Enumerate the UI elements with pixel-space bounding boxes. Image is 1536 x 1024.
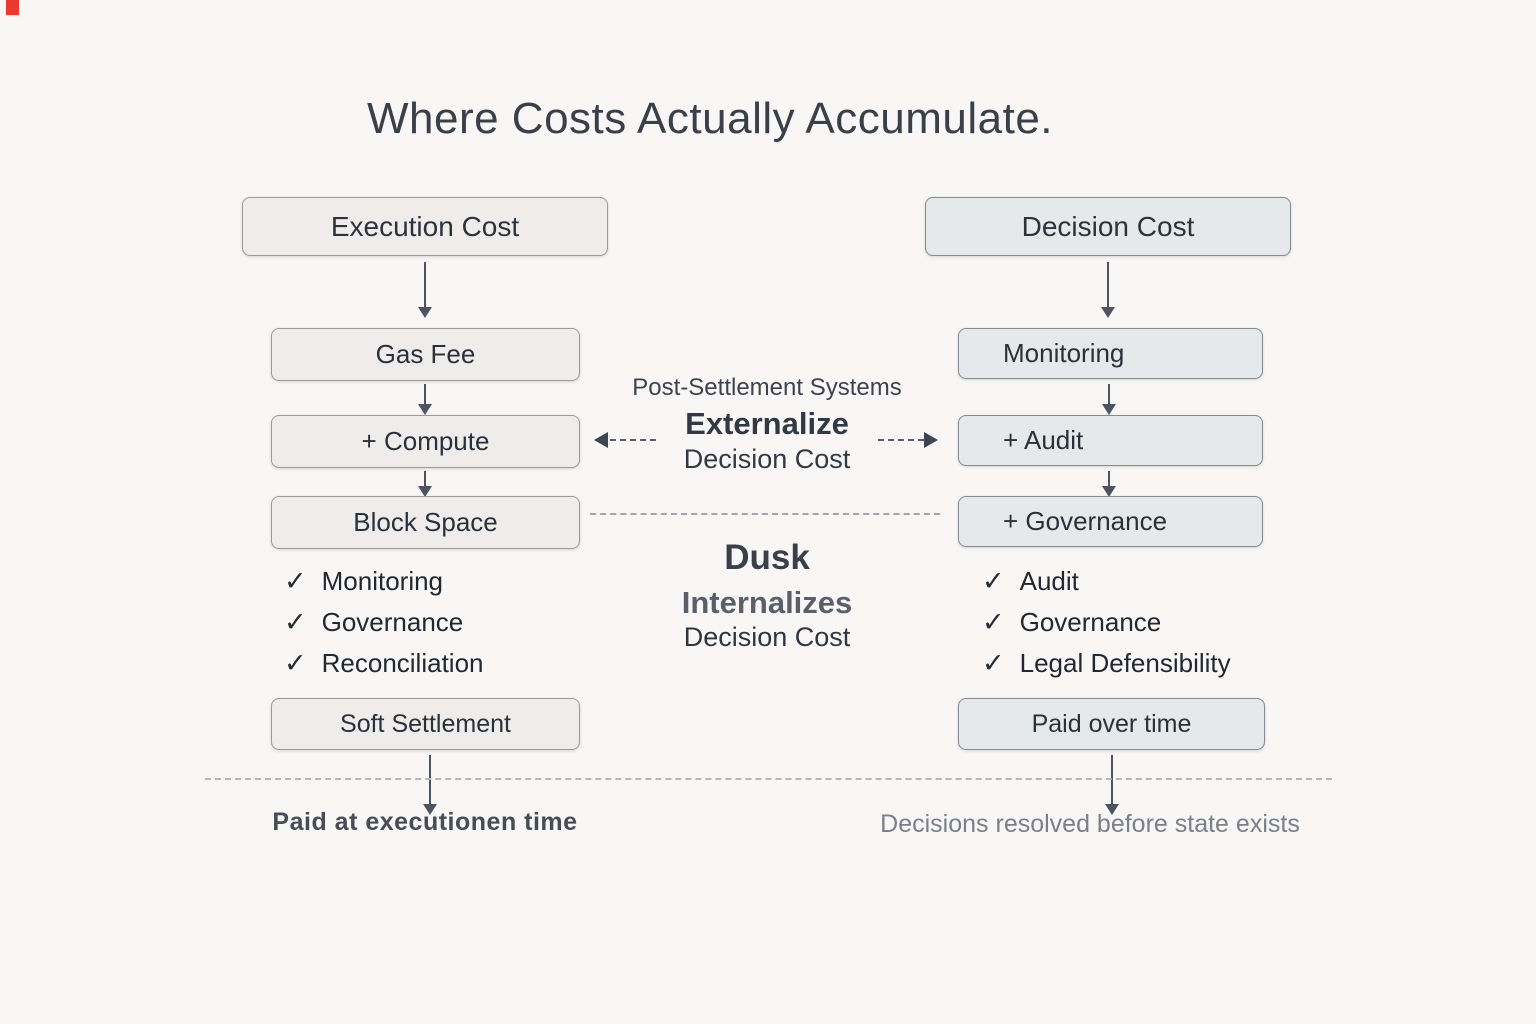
- execution-cost-header-box: Execution Cost: [242, 197, 608, 256]
- check-icon: ✓: [284, 606, 307, 637]
- monitoring-label: Monitoring: [1003, 338, 1125, 368]
- externalize-line-3: Decision Cost: [683, 444, 851, 474]
- left-checklist-item-1: Monitoring: [321, 565, 444, 596]
- arrow-left-1: [424, 384, 426, 406]
- left-checklist-item-3: Reconciliation: [321, 647, 484, 678]
- arrowhead-left-2: [418, 486, 432, 497]
- dashed-arrowhead-left: [594, 432, 608, 448]
- arrow-left-header: [424, 262, 426, 308]
- compute-box: + Compute: [271, 415, 580, 468]
- arrow-left-2: [424, 471, 426, 488]
- right-checklist: ✓ Audit ✓ Governance ✓ Legal Defensibili…: [982, 565, 1231, 690]
- arrowhead-right-1: [1102, 404, 1116, 415]
- diagram-title: Where Costs Actually Accumulate.: [366, 94, 1054, 143]
- check-icon: ✓: [982, 606, 1005, 637]
- right-checklist-item-3: Legal Defensibility: [1019, 647, 1231, 678]
- dashed-arrow-right-line: [878, 439, 924, 441]
- list-item: ✓ Reconciliation: [284, 647, 484, 678]
- internalize-line-1: Dusk: [724, 538, 810, 577]
- check-icon: ✓: [284, 647, 307, 678]
- list-item: ✓ Governance: [284, 606, 484, 637]
- arrow-left-bottom: [429, 755, 431, 807]
- check-icon: ✓: [982, 565, 1005, 596]
- check-icon: ✓: [284, 565, 307, 596]
- audit-box: + Audit: [958, 415, 1263, 466]
- gas-fee-box: Gas Fee: [271, 328, 580, 381]
- bottom-dashed-separator: [205, 778, 1332, 780]
- governance-label: + Governance: [1003, 506, 1168, 536]
- decision-cost-header-box: Decision Cost: [925, 197, 1291, 256]
- left-checklist: ✓ Monitoring ✓ Governance ✓ Reconciliati…: [284, 565, 484, 690]
- soft-settlement-box: Soft Settlement: [271, 698, 580, 750]
- decision-cost-header-label: Decision Cost: [1021, 210, 1195, 242]
- left-checklist-item-2: Governance: [321, 606, 464, 637]
- internalize-line-3: Decision Cost: [683, 622, 851, 652]
- audit-label: + Audit: [1003, 425, 1084, 455]
- externalize-line-2: Externalize: [685, 406, 849, 441]
- arrow-right-bottom: [1111, 755, 1113, 807]
- arrowhead-right-2: [1102, 486, 1116, 497]
- list-item: ✓ Legal Defensibility: [982, 647, 1231, 678]
- check-icon: ✓: [982, 647, 1005, 678]
- arrowhead-left-bottom: [423, 804, 437, 815]
- list-item: ✓ Governance: [982, 606, 1231, 637]
- execution-cost-header-label: Execution Cost: [330, 210, 520, 242]
- compute-label: + Compute: [361, 426, 490, 456]
- right-checklist-item-2: Governance: [1019, 606, 1162, 637]
- right-checklist-item-1: Audit: [1019, 565, 1079, 596]
- governance-box: + Governance: [958, 496, 1263, 547]
- paid-over-time-label: Paid over time: [1031, 709, 1192, 738]
- gas-fee-label: Gas Fee: [375, 339, 476, 369]
- left-caption: Paid at executionen time: [272, 808, 578, 836]
- internalize-line-2: Internalizes: [681, 585, 853, 620]
- dashed-arrow-left-line: [610, 439, 656, 441]
- externalize-line-1: Post-Settlement Systems: [632, 374, 902, 401]
- list-item: ✓ Audit: [982, 565, 1231, 596]
- soft-settlement-label: Soft Settlement: [340, 709, 511, 738]
- arrow-right-header: [1107, 262, 1109, 308]
- block-space-label: Block Space: [353, 507, 498, 537]
- block-space-box: Block Space: [271, 496, 580, 549]
- arrowhead-left-1: [418, 404, 432, 415]
- arrow-right-1: [1108, 384, 1110, 406]
- monitoring-box: Monitoring: [958, 328, 1263, 379]
- center-dashed-separator: [590, 513, 940, 515]
- paid-over-time-box: Paid over time: [958, 698, 1265, 750]
- dashed-arrowhead-right: [924, 432, 938, 448]
- arrowhead-right-header: [1101, 307, 1115, 318]
- arrowhead-right-bottom: [1105, 804, 1119, 815]
- red-artifact-mark: [6, 0, 19, 15]
- arrow-right-2: [1108, 471, 1110, 488]
- right-caption: Decisions resolved before state exists: [880, 810, 1300, 838]
- list-item: ✓ Monitoring: [284, 565, 484, 596]
- arrowhead-left-header: [418, 307, 432, 318]
